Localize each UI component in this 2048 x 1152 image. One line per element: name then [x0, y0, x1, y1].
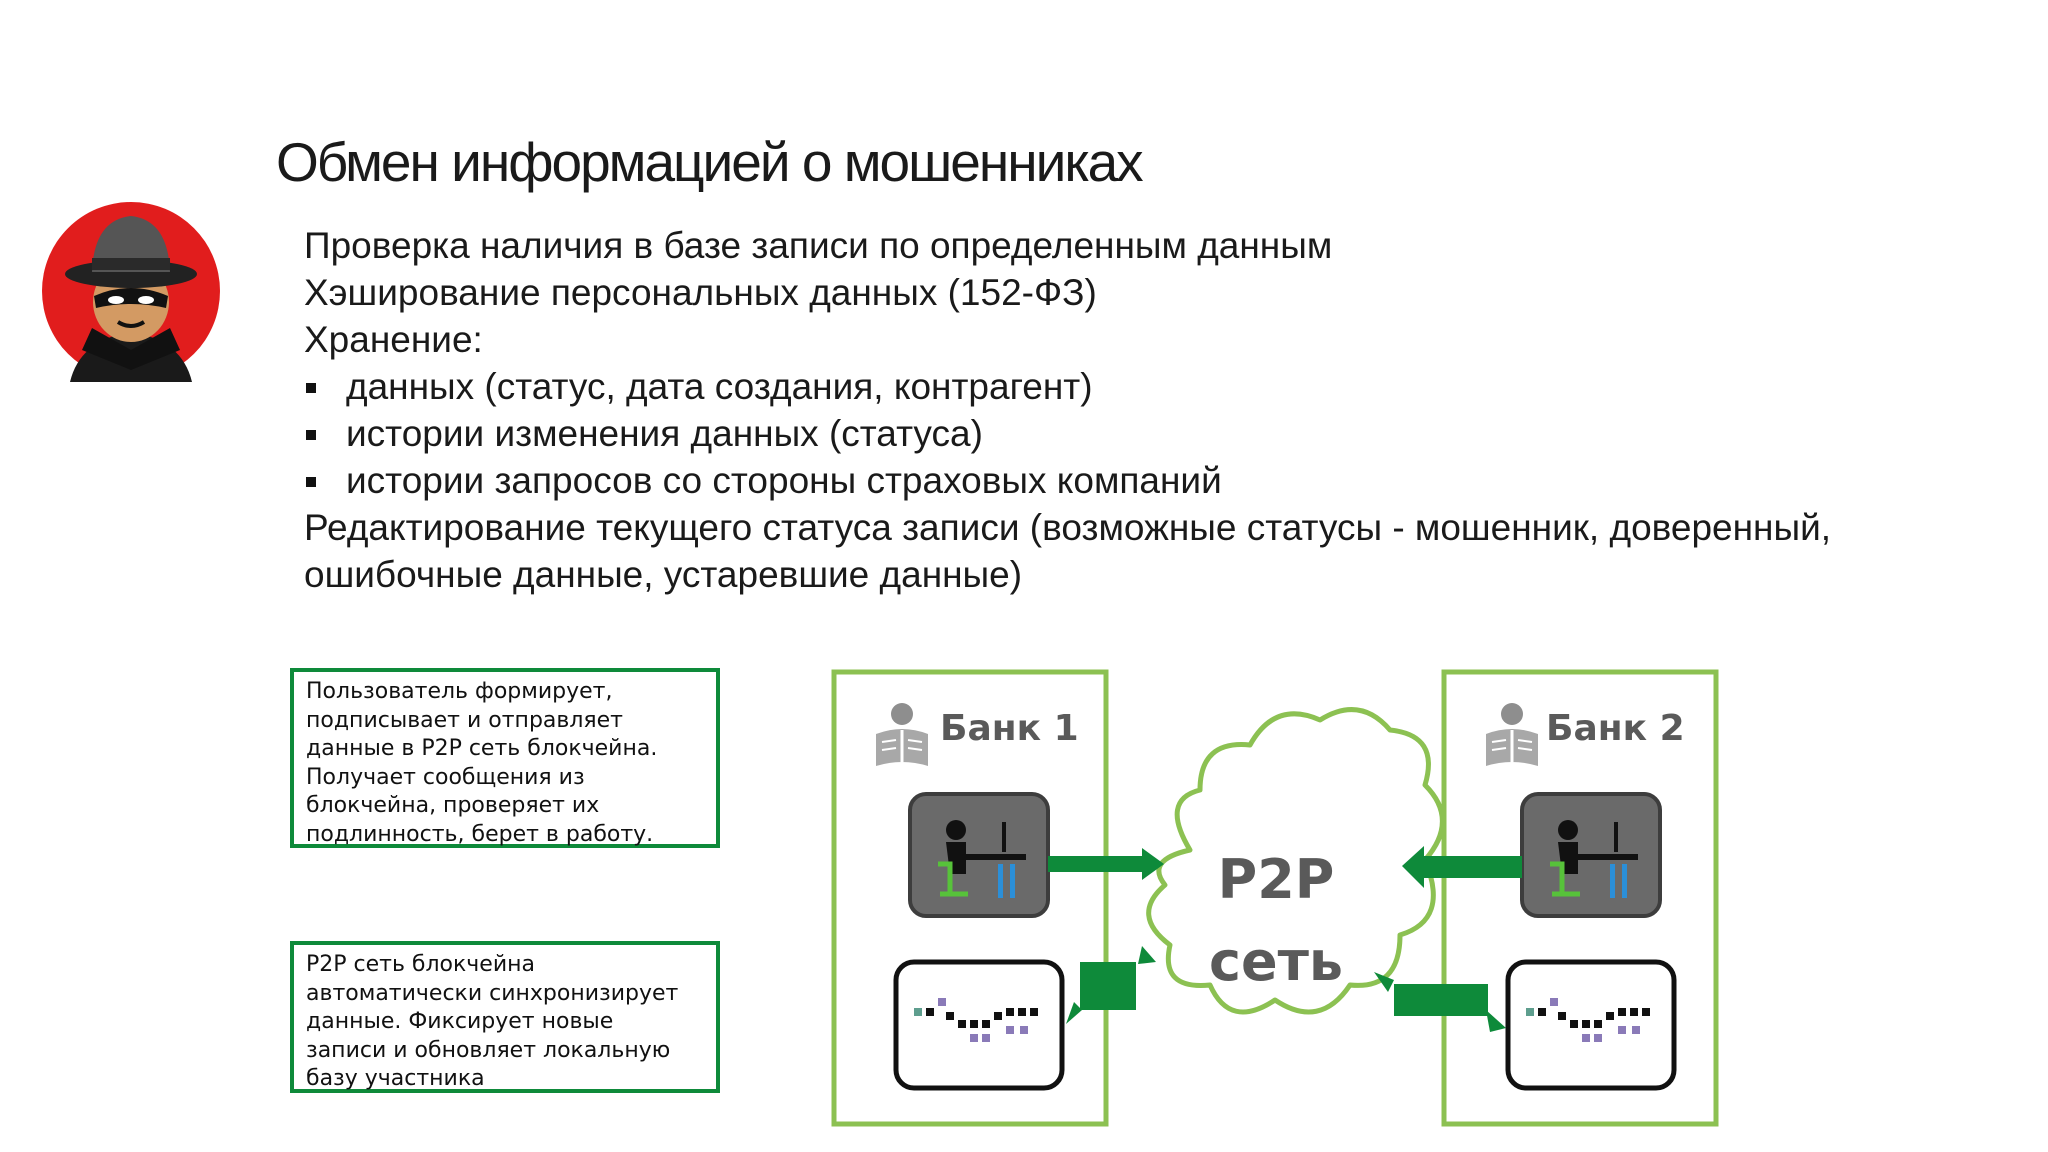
cloud-label-p2p: P2P [1217, 848, 1335, 911]
reader-icon [1486, 703, 1538, 766]
note-line: подлинность, берет в работу. [306, 821, 654, 847]
network-note: P2P сеть блокчейна автоматически синхрон… [290, 941, 720, 1093]
bank2-label: Банк 2 [1546, 708, 1685, 749]
workstation-icon [908, 792, 1050, 918]
arrow-bank1-to-cloud [1048, 848, 1164, 880]
cloud-label-network: сеть [1208, 930, 1344, 993]
p2p-cloud [1146, 707, 1445, 1015]
blockchain-icon [893, 959, 1065, 1091]
arrow-bank2-to-cloud [1402, 846, 1522, 888]
slide-title: Обмен информацией о мошенниках [276, 131, 1144, 193]
arrow-cloud-to-bank1 [1066, 946, 1156, 1024]
note-line: записи и обновляет локальную [306, 1037, 671, 1063]
content-line: Редактирование текущего статуса записи (… [304, 507, 1832, 548]
content-block: Проверка наличия в базе записи по опреде… [304, 222, 2024, 598]
bank1-label: Банк 1 [940, 708, 1079, 749]
note-line: данные. Фиксирует новые [306, 1009, 614, 1034]
note-line: блокчейна, проверяет их [306, 793, 600, 818]
spy-icon [42, 202, 220, 382]
content-line: Проверка наличия в базе записи по опреде… [304, 225, 1333, 266]
list-item: истории изменения данных (статуса) [304, 410, 2024, 457]
note-line: Пользователь формирует, [306, 679, 613, 704]
content-line: Хранение: [304, 319, 483, 360]
note-line: базу участника [306, 1066, 485, 1091]
bank2-frame [1441, 669, 1719, 1127]
reader-icon [876, 703, 928, 766]
bank1-frame [831, 669, 1109, 1127]
note-line: данные в P2P сеть блокчейна. [306, 736, 658, 761]
content-line: ошибочные данные, устаревшие данные) [304, 554, 1023, 595]
list-item: данных (статус, дата создания, контраген… [304, 363, 2024, 410]
workstation-icon [1520, 792, 1662, 918]
note-line: автоматически синхронизирует [306, 980, 679, 1006]
blockchain-icon [1505, 959, 1677, 1091]
content-line: Хэширование персональных данных (152-ФЗ) [304, 272, 1097, 313]
arrow-cloud-to-bank2 [1374, 972, 1506, 1032]
user-note: Пользователь формирует, подписывает и от… [290, 668, 720, 848]
note-line: Получает сообщения из [306, 764, 585, 790]
note-line: подписывает и отправляет [306, 707, 624, 733]
storage-list: данных (статус, дата создания, контраген… [304, 363, 2024, 504]
note-line: P2P сеть блокчейна [306, 952, 536, 977]
list-item: истории запросов со стороны страховых ко… [304, 457, 2024, 504]
